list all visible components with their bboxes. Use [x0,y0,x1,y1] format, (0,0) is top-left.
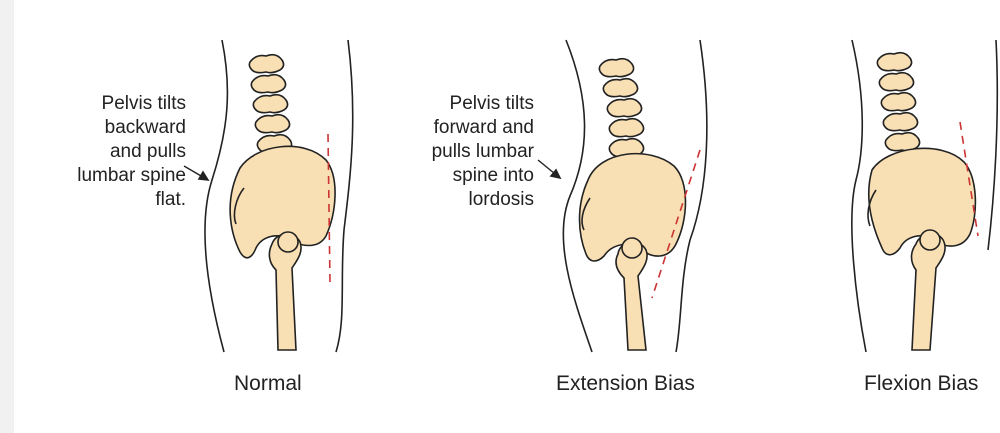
normal-annotation-line: lumbar spine [77,164,186,188]
flexion-front-outline [988,40,997,250]
normal-annotation-line: and pulls [77,140,186,164]
normal-caption: Normal [234,372,302,396]
normal-annotation-line: backward [77,116,186,140]
extension-annotation: Pelvis tilts forward and pulls lumbar sp… [432,92,534,212]
flexion-femoral-head [920,230,940,250]
extension-figure [538,40,707,352]
normal-front-outline [336,40,353,352]
normal-annotation-line: flat. [77,188,186,212]
normal-annotation: Pelvis tilts backward and pulls lumbar s… [77,92,186,212]
extension-annotation-line: lordosis [432,188,534,212]
extension-annotation-line: pulls lumbar [432,140,534,164]
flexion-figure [852,40,997,352]
normal-lumbar-spine [249,55,291,153]
extension-femoral-head [622,238,642,258]
extension-annotation-line: spine into [432,164,534,188]
flexion-caption: Flexion Bias [864,372,978,396]
extension-annotation-line: forward and [432,116,534,140]
normal-annotation-line: Pelvis tilts [77,92,186,116]
normal-back-outline [205,40,228,352]
normal-figure [184,40,353,352]
normal-femoral-head [278,232,298,252]
extension-lumbar-spine [599,59,643,157]
flexion-femur [912,234,946,350]
extension-caption: Extension Bias [556,372,695,396]
flexion-back-outline [852,40,866,352]
extension-annotation-line: Pelvis tilts [432,92,534,116]
normal-reference-line [328,134,330,284]
flexion-lumbar-spine [877,53,919,151]
